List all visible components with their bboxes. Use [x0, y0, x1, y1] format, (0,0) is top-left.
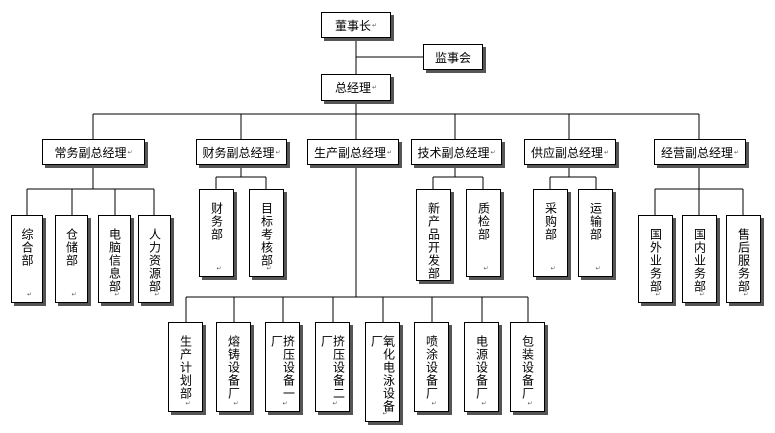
deputy-finance-box: 财务副总经理↵	[196, 139, 287, 165]
deputy-production-box: 生产副总经理↵	[307, 139, 399, 165]
dept-technology-0: 新产品开发部↵	[416, 189, 451, 281]
dept-general-affairs-1: 仓储部↵	[55, 215, 88, 303]
dept-production-2: 挤压设备一厂↵	[265, 322, 300, 412]
deputy-supply-box: 供应副总经理↵	[524, 139, 616, 165]
deputy-business-box: 经营副总经理↵	[654, 139, 746, 165]
dept-finance-0: 财务部↵	[199, 189, 234, 277]
deputy-production-label: 生产副总经理	[313, 145, 386, 160]
deputy-supply-label: 供应副总经理	[530, 145, 603, 160]
general-manager-box: 总经理↵	[321, 74, 391, 101]
chairman-label: 董事长	[334, 18, 371, 33]
deputy-finance-label: 财务副总经理	[202, 145, 275, 160]
dept-technology-1: 质检部↵	[466, 189, 501, 277]
deputy-general-affairs-box: 常务副总经理↵	[42, 139, 145, 165]
dept-supply-0: 采购部↵	[533, 189, 568, 277]
deputy-business-label: 经营副总经理	[660, 145, 733, 160]
dept-production-5: 喷涂设备厂↵	[414, 322, 449, 412]
supervisory-board-label: 监事会	[434, 50, 471, 65]
dept-supply-1: 运输部↵	[578, 189, 613, 277]
dept-business-2: 售后服务部↵	[726, 215, 761, 303]
supervisory-board-box: 监事会	[423, 44, 483, 70]
dept-production-4: 氧化电泳设备厂↵	[365, 322, 400, 422]
dept-business-1: 国内业务部↵	[682, 215, 717, 303]
dept-general-affairs-0: 综合部↵	[11, 215, 43, 303]
dept-general-affairs-3: 人力资源部↵	[138, 215, 171, 303]
dept-production-7: 包装设备厂↵	[510, 322, 545, 412]
chairman-box: 董事长↵	[321, 12, 391, 38]
dept-general-affairs-2: 电脑信息部↵	[98, 215, 131, 303]
dept-finance-1: 目标考核部↵	[249, 189, 284, 277]
deputy-technology-box: 技术副总经理↵	[411, 139, 502, 165]
dept-business-0: 国外业务部↵	[638, 215, 673, 303]
dept-production-6: 电源设备厂↵	[464, 322, 499, 412]
dept-production-1: 熔铸设备厂↵	[216, 322, 251, 412]
general-manager-label: 总经理	[334, 81, 371, 95]
deputy-technology-label: 技术副总经理	[417, 145, 490, 160]
dept-production-3: 挤压设备二厂↵	[315, 322, 350, 412]
deputy-general-affairs-label: 常务副总经理	[54, 145, 127, 160]
dept-production-0: 生产计划部↵	[168, 322, 203, 412]
